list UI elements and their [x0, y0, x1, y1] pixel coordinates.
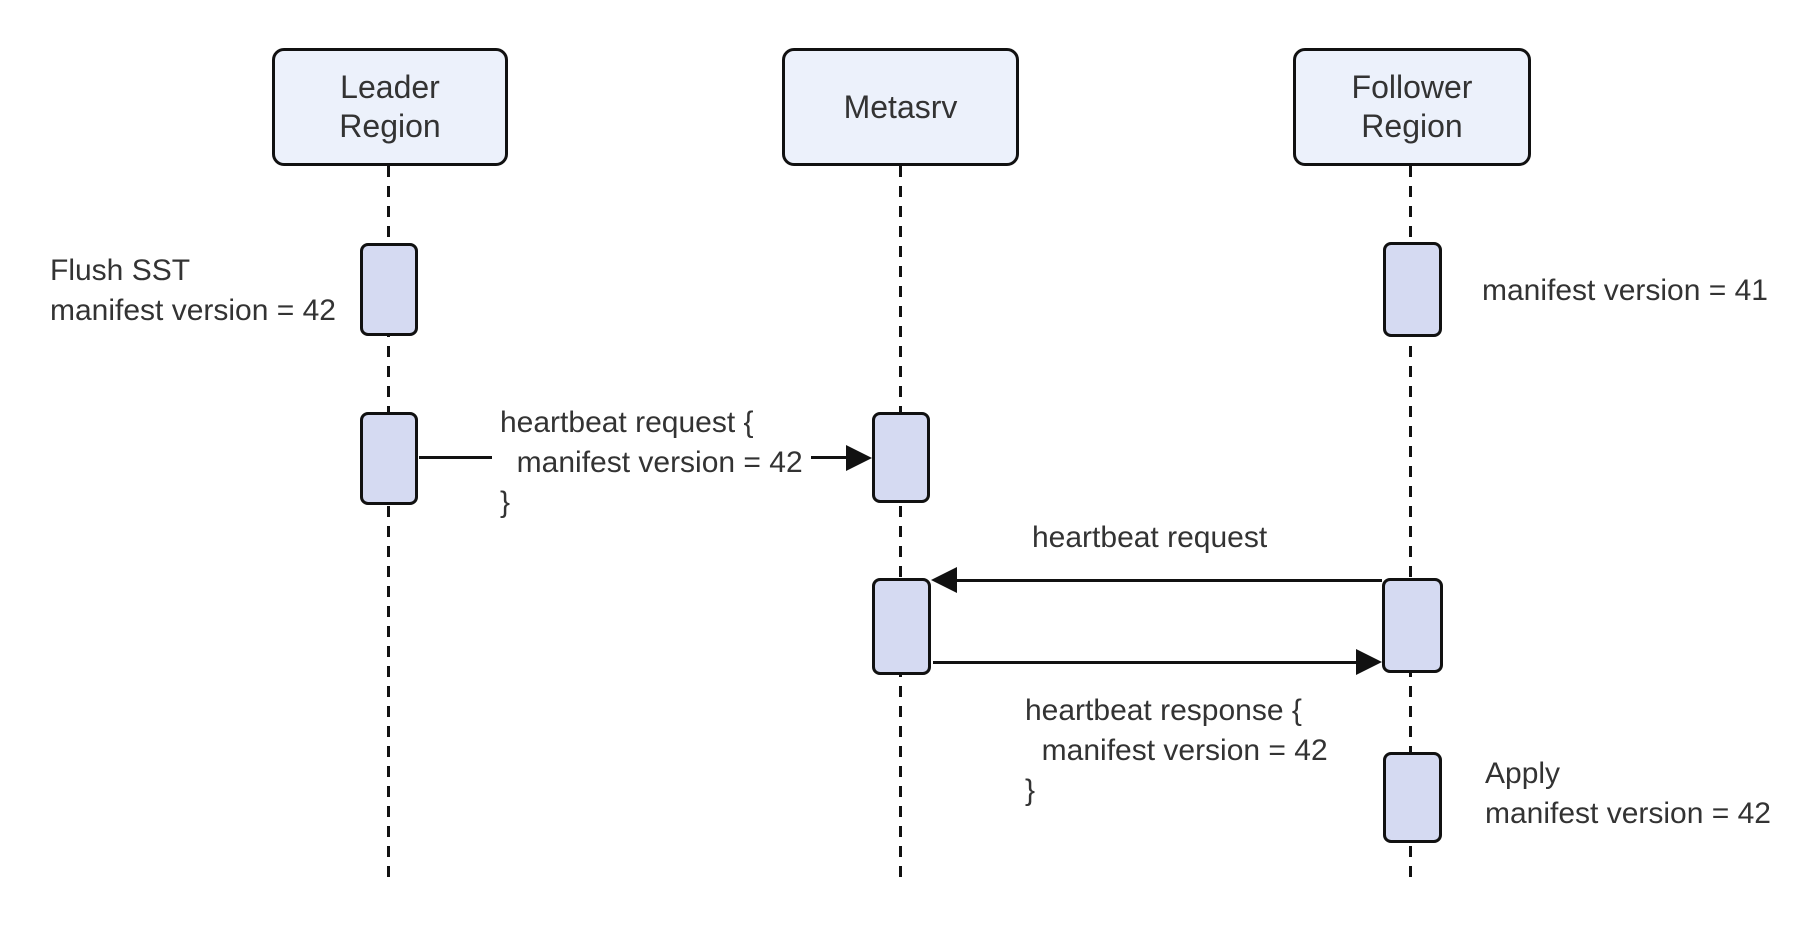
annotation-line: manifest version = 42 — [1485, 797, 1771, 830]
participant-follower-region: Follower Region — [1293, 48, 1531, 166]
lifeline-follower — [1409, 166, 1412, 878]
arrowhead-right-icon — [846, 445, 872, 471]
annotation-flush-sst: Flush SST manifest version = 42 — [50, 251, 336, 331]
annotation-line: Flush SST — [50, 254, 191, 287]
activation-follower-initial — [1383, 242, 1442, 337]
participant-leader-region: Leader Region — [272, 48, 508, 166]
message-line: manifest version = 42 — [500, 446, 803, 479]
arrow-heartbeat-response-line — [933, 661, 1356, 664]
annotation-apply: Apply manifest version = 42 — [1485, 754, 1771, 834]
activation-follower-apply — [1383, 752, 1442, 843]
message-label-leader-heartbeat: heartbeat request { manifest version = 4… — [492, 403, 811, 523]
lifeline-leader — [387, 166, 390, 878]
arrowhead-right-icon — [1356, 649, 1382, 675]
annotation-follower-version: manifest version = 41 — [1482, 271, 1768, 311]
arrow-follower-heartbeat-line — [945, 579, 1382, 582]
activation-metasrv-receive — [872, 412, 930, 503]
message-line: manifest version = 42 — [1025, 734, 1328, 767]
participant-label: Region — [1361, 108, 1463, 144]
annotation-line: manifest version = 42 — [50, 294, 336, 327]
message-line: } — [1025, 774, 1036, 807]
message-line: heartbeat request — [1032, 521, 1268, 554]
activation-metasrv-exchange — [872, 578, 931, 675]
participant-label: Leader — [340, 69, 440, 105]
activation-leader-heartbeat — [360, 412, 418, 505]
lifeline-metasrv — [899, 166, 902, 878]
arrowhead-left-icon — [931, 567, 957, 593]
message-line: heartbeat response { — [1025, 694, 1302, 727]
participant-label: Metasrv — [843, 88, 958, 125]
message-label-heartbeat-response: heartbeat response { manifest version = … — [1025, 691, 1328, 811]
message-line: heartbeat request { — [500, 406, 754, 439]
activation-leader-flush — [360, 243, 418, 336]
participant-metasrv: Metasrv — [782, 48, 1019, 166]
participant-label: Follower — [1351, 69, 1473, 105]
activation-follower-exchange — [1382, 578, 1443, 673]
message-label-follower-heartbeat: heartbeat request — [1032, 518, 1267, 558]
participant-label: Region — [339, 108, 441, 144]
annotation-line: manifest version = 41 — [1482, 274, 1768, 307]
annotation-line: Apply — [1485, 757, 1561, 790]
message-line: } — [500, 486, 511, 519]
